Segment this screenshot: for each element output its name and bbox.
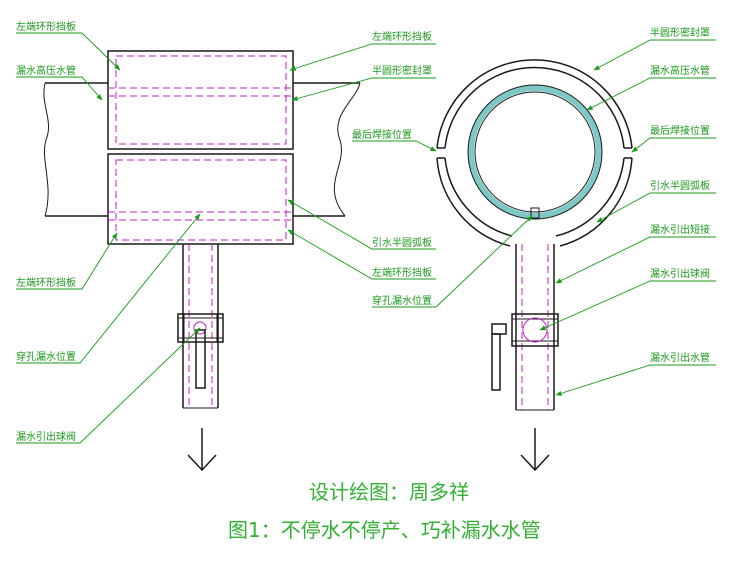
right-ball-valve <box>491 313 559 391</box>
label-mid-seal-cover: 半圆形密封罩 <box>372 64 432 77</box>
left-flow-arrow <box>187 428 217 472</box>
label-right-outlet-pipe: 漏水引出水管 <box>650 351 710 364</box>
caption-designer: 设计绘图：周多祥 <box>309 480 469 504</box>
label-right-valve: 漏水引出球阀 <box>650 267 710 280</box>
label-mid-hole: 穿孔漏水位置 <box>372 294 432 307</box>
label-mid-endplate-bottom: 左端环形挡板 <box>372 266 432 279</box>
label-mid-weld: 最后焊接位置 <box>352 128 412 141</box>
label-right-arc-plate: 引水半圆弧板 <box>650 179 710 192</box>
label-right-pipe: 漏水高压水管 <box>650 64 710 77</box>
label-right-seal-cover: 半圆形密封罩 <box>650 26 710 39</box>
label-left-pipe: 漏水高压水管 <box>16 64 76 77</box>
label-mid-arc-plate: 引水半圆弧板 <box>372 236 432 249</box>
side-view <box>43 50 361 472</box>
lower-seal-box <box>107 153 294 245</box>
right-flow-arrow <box>520 428 550 472</box>
upper-seal-box <box>107 50 294 150</box>
label-mid-endplate-top: 左端环形挡板 <box>372 30 432 43</box>
pipe-wall-ring <box>468 85 602 219</box>
label-left-top-endplate: 左端环形挡板 <box>16 20 76 33</box>
cross-section-view <box>436 59 633 472</box>
label-left-valve: 漏水引出球阀 <box>16 430 76 443</box>
label-right-outlet-conn: 漏水引出短接 <box>650 223 710 236</box>
label-left-hole: 穿孔漏水位置 <box>16 350 76 363</box>
label-left-bottom-endplate: 左端环形挡板 <box>16 276 76 289</box>
left-ball-valve <box>177 313 224 389</box>
caption-title: 图1：不停水不停产、巧补漏水水管 <box>228 518 541 542</box>
annotations: 左端环形挡板 漏水高压水管 左端环形挡板 穿孔漏水位置 漏水引出球阀 左端环形挡… <box>16 20 716 444</box>
label-right-weld: 最后焊接位置 <box>650 124 710 137</box>
